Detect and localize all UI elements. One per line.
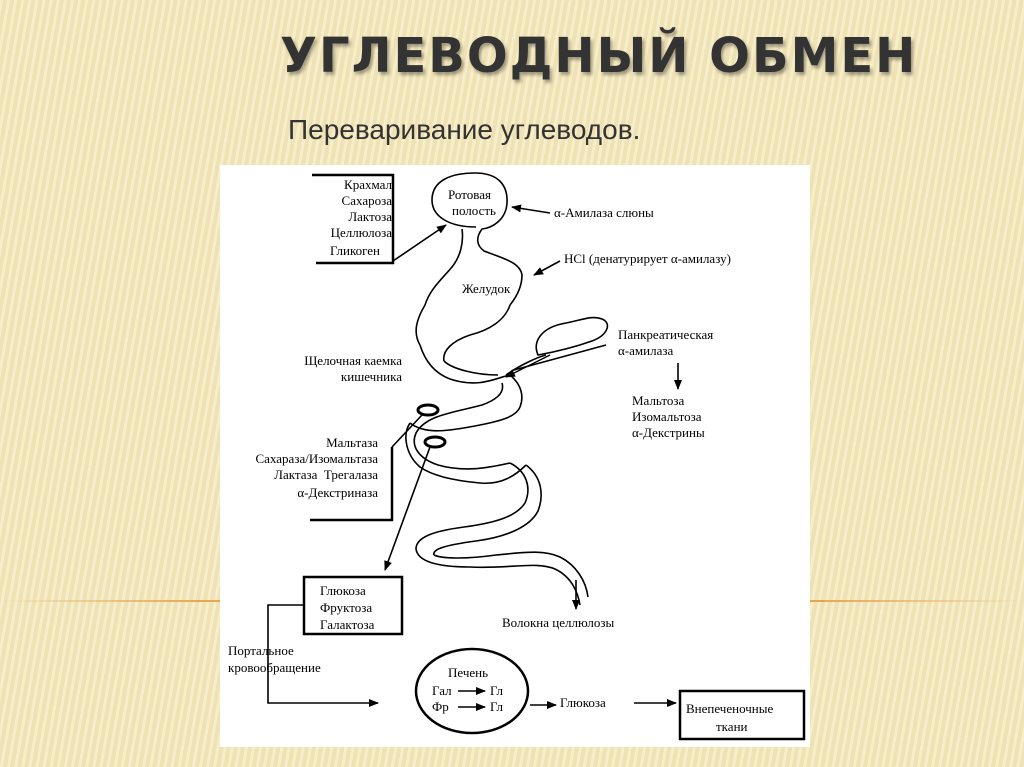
- slide-title: УГЛЕВОДНЫЙ ОБМЕН: [280, 28, 918, 84]
- arrow-portal-to-liver: [267, 604, 379, 707]
- monosaccharides-box: [302, 575, 404, 636]
- arrow-hcl: [533, 260, 561, 276]
- arrow-absorption: [384, 446, 431, 571]
- digestive-tract: [405, 172, 609, 606]
- enzymes-list: Мальтаза Сахараза/Изомальтаза Лактаза Тр…: [256, 435, 379, 500]
- liver-gl-1: Гл: [490, 683, 504, 698]
- carb-item: Лактоза: [348, 209, 392, 224]
- carb-item: Крахмал: [344, 177, 392, 192]
- product-item: α-Декстрины: [632, 425, 705, 440]
- carb-item: Сахароза: [342, 193, 393, 208]
- portal-label: Портальное: [228, 643, 294, 658]
- mouth-label: полость: [452, 203, 496, 218]
- brush-border-enzyme-upper: [416, 403, 440, 417]
- tissues-label: ткани: [716, 719, 748, 734]
- product-item: Изомальтоза: [632, 409, 702, 424]
- portal-label: кровообращение: [228, 660, 321, 675]
- saliva-amylase-label: α-Амилаза слюны: [554, 205, 654, 220]
- liver-gl-2: Гл: [490, 699, 504, 714]
- brush-border-label: Щелочная каемка: [304, 353, 402, 368]
- monosaccharide-item: Галактоза: [320, 617, 375, 632]
- cellulose-label: Волокна целлюлозы: [502, 615, 614, 630]
- enzyme-item: Лактаза Трегалаза: [274, 467, 378, 482]
- liver-gal: Гал: [432, 683, 452, 698]
- brush-border-label: кишечника: [341, 369, 402, 384]
- carbs-bracket: [312, 173, 395, 265]
- carbs-list: Крахмал Сахароза Лактоза Целлюлоза Глико…: [330, 177, 393, 258]
- pancreatic-label: Панкреатическая: [618, 327, 713, 342]
- product-item: Мальтоза: [632, 393, 685, 408]
- liver-fr: Фр: [432, 699, 449, 714]
- enzyme-item: Мальтаза: [326, 435, 378, 450]
- slide-subtitle: Переваривание углеводов.: [288, 114, 641, 145]
- monosaccharide-item: Глюкоза: [320, 583, 366, 598]
- arrow-pancreatic-to-duodenum: [505, 354, 551, 378]
- enzyme-item: α-Декстриназа: [297, 485, 378, 500]
- digestion-diagram: Крахмал Сахароза Лактоза Целлюлоза Глико…: [228, 172, 806, 741]
- liver-title: Печень: [448, 665, 488, 680]
- enzyme-item: Сахараза/Изомальтаза: [256, 451, 379, 466]
- pancreatic-label: α-амилаза: [618, 343, 673, 358]
- arrow-carbs-to-mouth: [392, 224, 447, 262]
- glucose-label: Глюкоза: [560, 695, 606, 710]
- mouth-label: Ротовая: [448, 187, 491, 202]
- tissues-box: [678, 689, 806, 741]
- stomach-label: Желудок: [462, 281, 511, 296]
- carb-item: Гликоген: [330, 243, 380, 258]
- brush-border-enzyme-lower: [423, 435, 447, 449]
- tissues-label: Внепеченочные: [686, 701, 773, 716]
- enzymes-bracket: [310, 447, 394, 522]
- arrow-saliva-amylase: [511, 204, 551, 214]
- enzymes-to-border-line: [391, 414, 423, 448]
- diagram-panel: Крахмал Сахароза Лактоза Целлюлоза Глико…: [220, 165, 810, 747]
- monosaccharide-item: Фруктоза: [320, 600, 372, 615]
- carb-item: Целлюлоза: [331, 225, 393, 240]
- hcl-label: HCl (денатурирует α-амилазу): [564, 251, 731, 266]
